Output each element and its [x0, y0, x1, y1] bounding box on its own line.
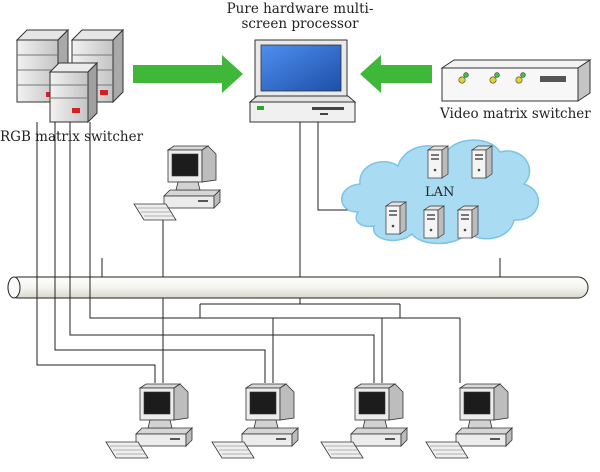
desktop-computer-icon [248, 39, 357, 123]
lan-cloud: LAN [341, 139, 540, 245]
arrow-rgb-to-processor [133, 55, 243, 93]
network-bus [7, 276, 589, 299]
rgb-matrix-switcher: RGB matrix switcher [0, 28, 144, 145]
video-switcher-label: Video matrix switcher [439, 106, 591, 122]
workstation-computer-icon [105, 383, 193, 459]
rgb-switcher-label: RGB matrix switcher [0, 129, 144, 145]
workstation-computer-icon [133, 145, 221, 221]
workstation-computer-icon [211, 383, 299, 459]
video-switcher-box-icon [440, 59, 592, 102]
workstation-computer-icon [320, 383, 408, 459]
connection-lines [36, 122, 501, 383]
server-rack-icon [15, 28, 125, 124]
video-matrix-switcher: Video matrix switcher [439, 59, 592, 122]
workstation-computer-icon [425, 383, 513, 459]
processor-label-line1: Pure hardware multi- [227, 1, 374, 17]
processor-label-line2: screen processor [241, 16, 359, 32]
arrow-video-to-processor [360, 55, 432, 93]
multi-screen-processor: Pure hardware multi- screen processor [227, 1, 374, 123]
lan-label: LAN [425, 185, 454, 200]
